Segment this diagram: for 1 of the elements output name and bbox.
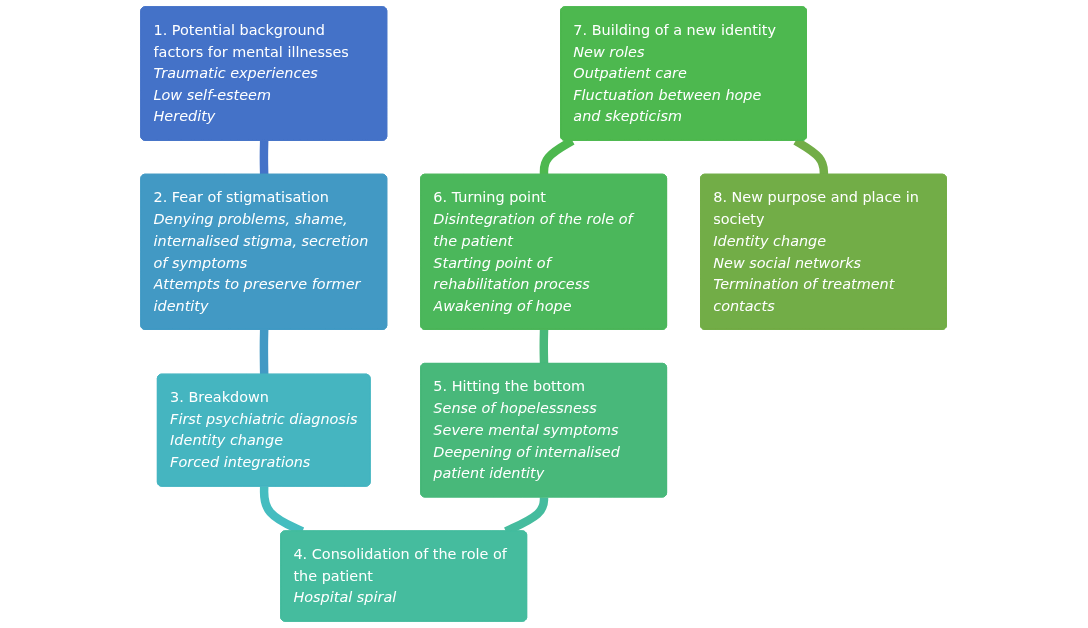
connector [260,328,269,375]
